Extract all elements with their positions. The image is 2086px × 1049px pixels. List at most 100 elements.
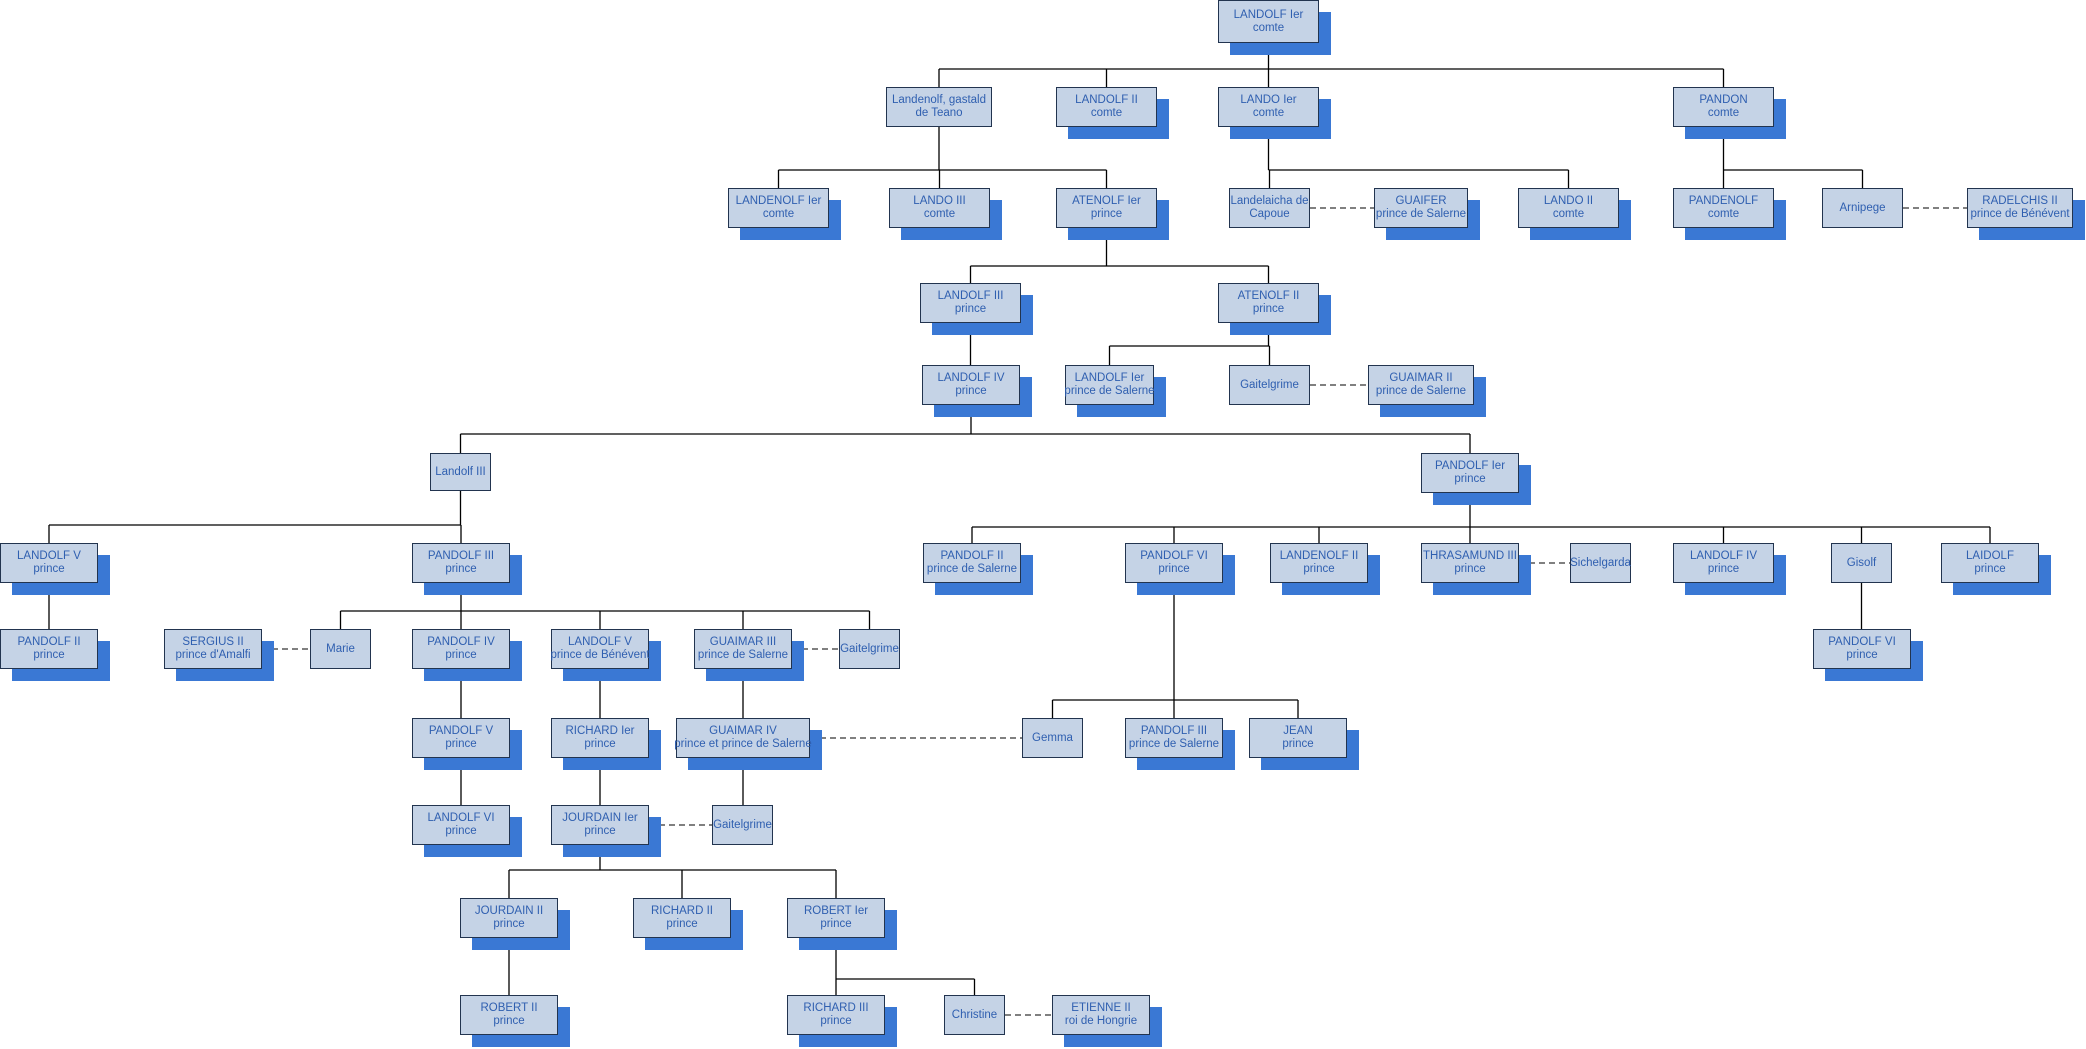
person-box: Arnipege — [1822, 188, 1903, 228]
person-title: prince — [1454, 563, 1486, 575]
person-name: LANDENOLF II — [1279, 550, 1359, 562]
person-node: Gemma — [1022, 718, 1083, 758]
person-title: comte — [1090, 107, 1123, 119]
person-node: Gaitelgrime — [712, 805, 773, 845]
person-name: Sichelgarda — [1570, 556, 1631, 569]
person-title: prince — [445, 825, 477, 837]
person-name: ROBERT Ier — [803, 905, 869, 917]
person-name: Arnipege — [1839, 201, 1886, 214]
person-box: Marie — [310, 629, 371, 669]
person-title: Capoue — [1249, 208, 1290, 220]
person-name: PANDOLF II — [17, 636, 81, 648]
person-name: SERGIUS II — [182, 636, 244, 648]
person-title: prince — [1090, 208, 1123, 220]
person-name: GUAIMAR IV — [709, 725, 777, 737]
person-name: PANDOLF III — [1140, 725, 1208, 737]
person-box: Sichelgarda — [1570, 543, 1631, 583]
person-name: Christine — [951, 1008, 998, 1021]
person-name: PANDOLF IV — [427, 636, 495, 648]
person-title: prince — [445, 563, 477, 575]
person-title: prince — [1282, 738, 1314, 750]
person-title: comte — [923, 208, 956, 220]
person-title: prince de Salerne — [697, 649, 789, 661]
person-title: prince — [1252, 303, 1285, 315]
person-box: Gaitelgrime — [1229, 365, 1310, 405]
person-title: de Teano — [915, 107, 963, 119]
person-name: Landenolf, gastald — [892, 94, 986, 106]
person-box: Gaitelgrime — [839, 629, 900, 669]
person-box: Gaitelgrime — [712, 805, 773, 845]
person-title: prince — [1846, 649, 1878, 661]
person-name: LANDOLF III — [937, 290, 1004, 302]
person-title: comte — [1707, 107, 1740, 119]
person-name: LANDOLF Ier — [1074, 372, 1145, 384]
person-title: comte — [1252, 21, 1285, 34]
person-title: prince — [445, 738, 477, 750]
person-name: LANDOLF II — [1075, 94, 1138, 106]
person-title: prince — [1974, 563, 2006, 575]
person-name: PANDOLF V — [428, 725, 494, 737]
person-title: comte — [762, 208, 795, 220]
person-name: PANDOLF VI — [1828, 636, 1896, 648]
person-node: Arnipege — [1822, 188, 1903, 228]
person-name: RICHARD II — [651, 905, 713, 917]
person-name: PANDOLF III — [427, 550, 495, 562]
person-title: prince — [1454, 473, 1486, 485]
person-name: PANDON — [1699, 94, 1748, 106]
person-node: Gaitelgrime — [1229, 365, 1310, 405]
person-name: LANDENOLF Ier — [735, 195, 822, 207]
person-name: LANDOLF IV — [1689, 550, 1758, 562]
person-box: Landolf III — [430, 453, 491, 491]
person-title: prince — [33, 649, 65, 661]
person-box: Christine — [944, 995, 1005, 1035]
person-name: LANDOLF Ier — [1233, 8, 1304, 21]
person-name: ATENOLF Ier — [1072, 195, 1141, 207]
person-name: GUAIFER — [1395, 195, 1447, 207]
person-title: prince — [1158, 563, 1190, 575]
person-name: LANDO III — [913, 195, 966, 207]
